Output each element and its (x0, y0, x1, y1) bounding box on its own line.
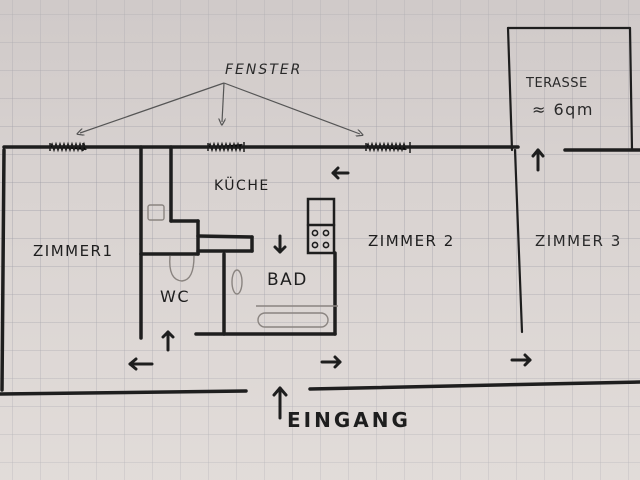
cabinet-icon (147, 204, 165, 221)
door-arrow-icon (128, 148, 545, 420)
terasse-area: ≈ 6qm (532, 100, 594, 119)
room-label-kueche: KÜCHE (214, 178, 270, 194)
room-label-terasse: TERASSE (526, 76, 588, 91)
entrance-label: EINGANG (287, 408, 411, 432)
room-label-zimmer1: ZIMMER1 (33, 242, 114, 260)
toilet-icon (169, 255, 195, 282)
walls (0, 26, 640, 396)
bathtub-icon (257, 312, 329, 328)
room-label-zimmer2: ZIMMER 2 (368, 232, 455, 250)
windows-label: FENSTER (225, 62, 303, 78)
fixtures (147, 204, 338, 328)
window-icon (49, 141, 411, 153)
stove-icon (311, 229, 330, 249)
room-label-wc: WC (160, 287, 190, 306)
room-label-bad: BAD (267, 270, 308, 290)
sink-icon (231, 269, 243, 295)
room-label-zimmer3: ZIMMER 3 (535, 232, 622, 250)
window-pointer-lines (80, 82, 360, 134)
